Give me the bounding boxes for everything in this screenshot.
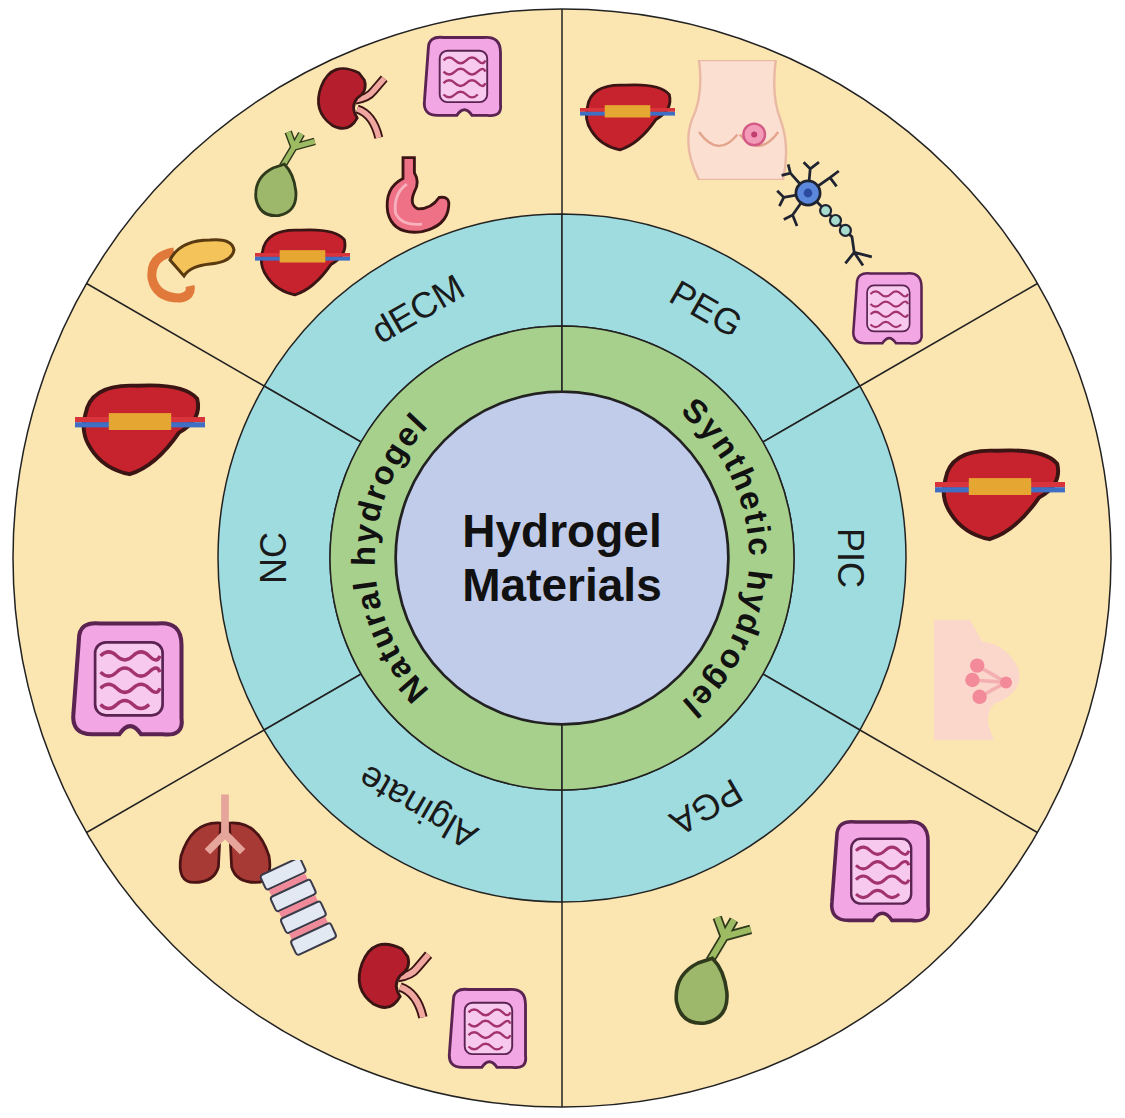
gallbladder-icon — [676, 917, 751, 1023]
material-label: NC — [256, 532, 292, 584]
liver-icon — [580, 85, 675, 150]
liver-icon — [935, 450, 1065, 539]
material-label: PIC — [832, 528, 868, 588]
liver-icon — [75, 385, 205, 474]
segment-shape — [218, 386, 361, 730]
neuron-icon — [777, 162, 872, 265]
gallbladder-icon — [256, 132, 315, 216]
intestine-icon — [73, 623, 182, 734]
spine-icon — [260, 857, 337, 955]
divider-line — [87, 730, 265, 833]
segment-shape — [562, 214, 860, 442]
band-label: Natural hydrogel — [345, 405, 435, 711]
lungs-icon — [180, 794, 270, 882]
segment-shape — [264, 214, 562, 442]
stomach-icon — [387, 158, 449, 233]
kidney-icon — [318, 69, 384, 138]
intestine-icon — [853, 273, 921, 343]
ring-dividers — [87, 9, 1038, 1107]
kidney-icon — [359, 944, 428, 1017]
outer-ring — [13, 9, 1111, 1107]
center-circle: Hydrogel Materials — [395, 391, 729, 725]
divider-line — [561, 9, 563, 214]
segment-shape — [264, 674, 562, 902]
center-title: Hydrogel Materials — [431, 504, 693, 613]
breast-tumor-icon — [688, 60, 786, 180]
breast-icon — [934, 620, 1019, 740]
pancreas-icon — [152, 240, 234, 298]
intestine-icon — [424, 37, 500, 115]
segment-shape — [763, 386, 906, 730]
divider-line — [561, 902, 563, 1107]
divider-line — [860, 730, 1038, 833]
liver-icon — [255, 230, 350, 295]
segment-shape — [562, 674, 860, 902]
intestine-icon — [832, 822, 929, 921]
intestine-icon — [449, 989, 525, 1067]
